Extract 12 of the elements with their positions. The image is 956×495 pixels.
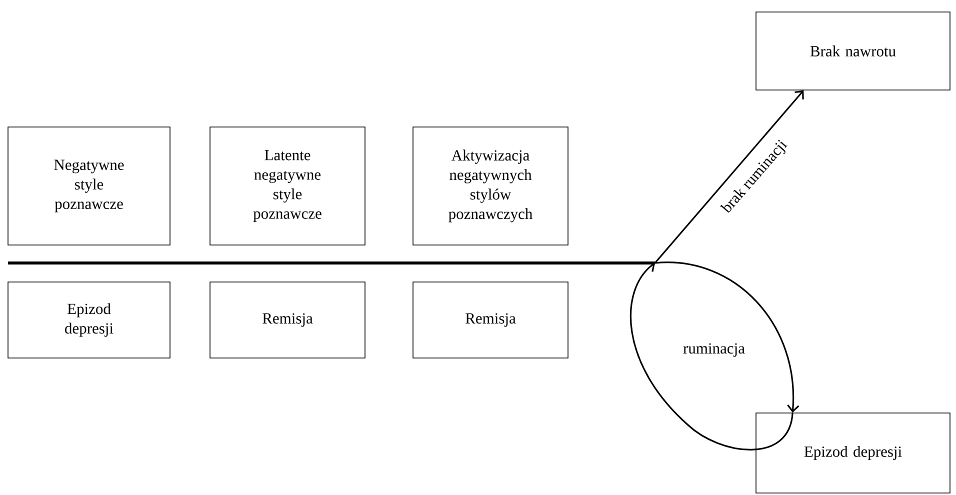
text-box: Latente negatywne style poznawcze — [210, 126, 366, 246]
text-box: Epizod depresji — [8, 282, 170, 358]
text-box: Brak nawrotu — [756, 12, 950, 90]
ellipse-label: ruminacja — [683, 343, 745, 357]
arrow — [654, 262, 800, 413]
text-box: Remisja — [210, 282, 366, 358]
text-box: Aktywizacja negatywnych stylów poznawczych — [412, 126, 568, 246]
text-box: Epizod depresji — [756, 412, 950, 494]
arrow — [630, 262, 794, 450]
arrow — [654, 90, 804, 264]
text-box: Negatywne style poznawcze — [8, 126, 170, 246]
text-box: Remisja — [412, 282, 568, 358]
